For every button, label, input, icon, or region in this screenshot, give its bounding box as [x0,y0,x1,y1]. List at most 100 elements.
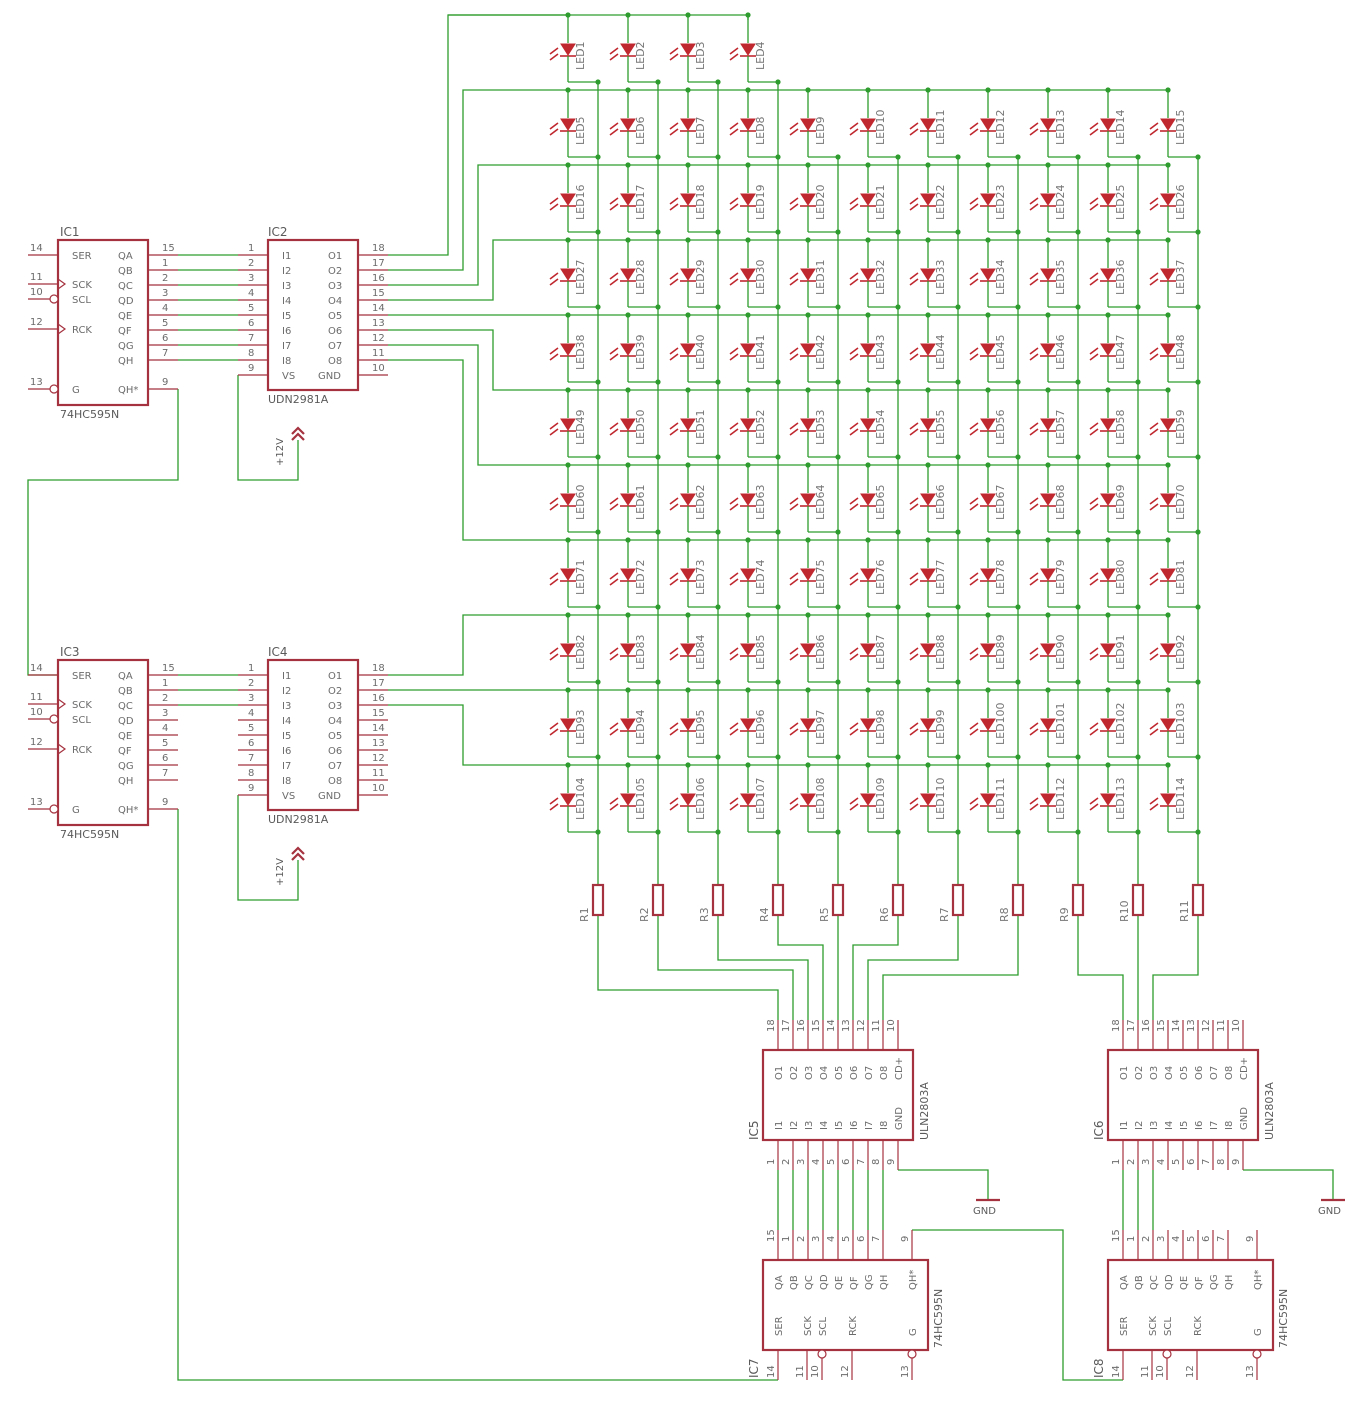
led-60: LED60 [549,465,598,533]
pin-name: QH [118,776,133,787]
ic4-source-driver: IC4 UDN2981A I11I22I33I44I55I66I77I88VS9… [238,645,388,826]
pin-number: 2 [162,273,168,284]
led-label: LED105 [634,777,647,820]
led-label: LED12 [994,109,1007,145]
light-arrow [1089,797,1099,805]
resistor-label: R9 [1058,907,1071,922]
light-arrow [909,497,919,505]
pin-name: QC [118,701,133,712]
pin-number: 14 [1111,1365,1122,1378]
light-arrow [729,803,739,811]
led-15: LED15 [1149,90,1198,158]
led-label: LED67 [994,484,1007,520]
led-label: LED84 [694,634,707,670]
led-3: LED3 [669,15,718,83]
led-triangle [1040,418,1056,431]
pin-number: 11 [1140,1365,1151,1378]
light-arrow [609,803,619,811]
pin-number: 7 [1201,1159,1212,1165]
light-arrow [549,428,559,436]
pin-name: O4 [819,1066,830,1080]
ic-body [56,658,150,827]
led-label: LED81 [1174,559,1187,595]
led-triangle [680,118,696,131]
light-arrow [789,497,799,505]
led-triangle [920,718,936,731]
pin-number: 11 [30,272,43,283]
led-triangle [920,493,936,506]
led-label: LED21 [874,184,887,220]
pin-name: I3 [1149,1121,1160,1130]
pin-number: 13 [1186,1019,1197,1032]
led-label: LED88 [934,634,947,670]
light-arrow [1089,653,1099,661]
pin-number: 14 [372,723,385,734]
pin-number: 6 [856,1236,867,1242]
pin-number: 10 [886,1019,897,1032]
ic5-value: ULN2803A [918,1082,931,1140]
led-label: LED42 [814,334,827,370]
led-89: LED89 [969,615,1018,683]
pin-number: 18 [372,663,385,674]
pin-name: SCL [1163,1317,1174,1336]
pin-name: RCK [72,325,92,336]
ic2-source-driver: IC2 UDN2981A I11I22I33I44I55I66I77I88VS9… [238,225,388,406]
led-label: LED55 [934,409,947,445]
pin-number: 15 [372,288,385,299]
led-label: LED70 [1174,484,1187,520]
led-84: LED84 [669,615,718,683]
led-45: LED45 [969,315,1018,383]
pin-number: 9 [162,797,168,808]
led-66: LED66 [909,465,958,533]
led-label: LED73 [694,559,707,595]
light-arrow [1149,647,1159,655]
led-label: LED31 [814,259,827,295]
light-arrow [969,503,979,511]
pin-number: 18 [372,243,385,254]
pin-name: QH [118,356,133,367]
light-arrow [549,197,559,205]
led-triangle [1100,193,1116,206]
pin-name: I8 [1224,1121,1235,1130]
pin-name: SER [774,1316,785,1336]
led-label: LED87 [874,634,887,670]
light-arrow [669,122,679,130]
led-37: LED37 [1149,240,1198,308]
pin-name: QE [1179,1276,1190,1290]
led-75: LED75 [789,540,838,608]
led-triangle [680,493,696,506]
light-arrow [1089,278,1099,286]
led-label: LED7 [694,116,707,145]
pin-name: VS [282,791,295,802]
light-arrow [729,572,739,580]
light-arrow [1149,272,1159,280]
led-triangle [980,268,996,281]
pin-name: QG [118,341,134,352]
pin-number: 5 [162,738,168,749]
led-triangle [1160,793,1176,806]
led-triangle [620,418,636,431]
ic4-vs-wire [237,795,299,901]
led-72: LED72 [609,540,658,608]
led-triangle [1100,718,1116,731]
pin-name: G [908,1328,919,1336]
pin-name: O5 [328,731,342,742]
led-105: LED105 [609,765,658,833]
ic3-ref: IC3 [60,645,80,659]
pin-number: 7 [162,348,168,359]
light-arrow [789,578,799,586]
led-triangle [980,568,996,581]
pin-name: QB [1134,1275,1145,1290]
pin-number: 17 [1126,1019,1137,1032]
led-label: LED66 [934,484,947,520]
resistor-body [591,883,605,917]
light-arrow [1089,422,1099,430]
led-label: LED82 [574,634,587,670]
led-label: LED111 [994,777,1007,820]
light-arrow [1029,797,1039,805]
led-63: LED63 [729,465,778,533]
light-arrow [549,122,559,130]
light-arrow [729,722,739,730]
pin-name: RCK [848,1316,859,1336]
